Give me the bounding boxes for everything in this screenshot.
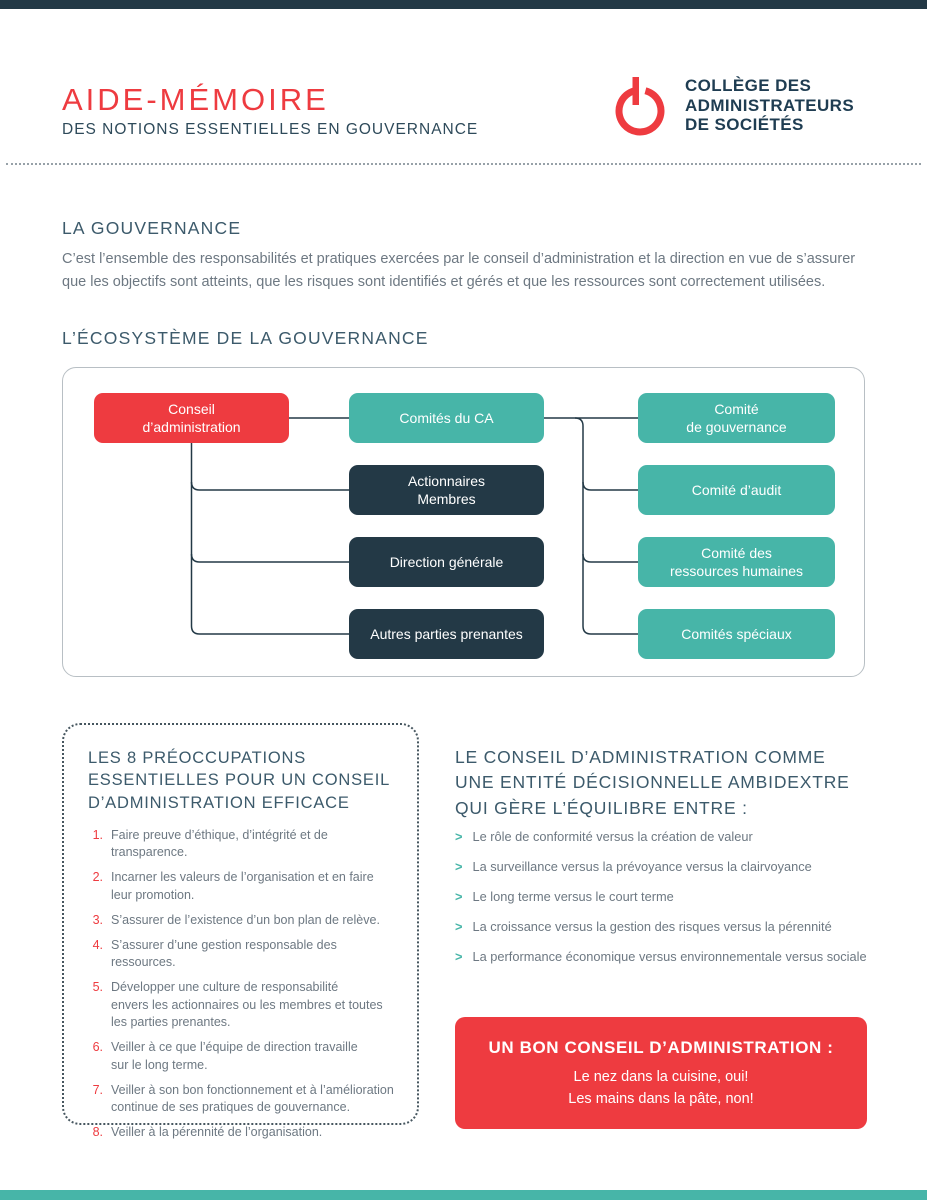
preoccupations-box: LES 8 PRÉOCCUPATIONS ESSENTIELLES POUR U… — [62, 723, 419, 1139]
list-item: > La performance économique versus enviro… — [455, 948, 875, 966]
item-text: S’assurer d’une gestion responsable des … — [111, 937, 337, 970]
list-item: > La croissance versus la gestion des ris… — [455, 918, 875, 936]
item-number: 6. — [92, 1040, 103, 1055]
list-item: 6. Veiller à ce que l’équipe de direction… — [88, 1039, 395, 1074]
ambidextre-heading: LE CONSEIL D’ADMINISTRATION COMME UNE EN… — [455, 747, 850, 818]
item-text: Le rôle de conformité versus la création… — [472, 829, 753, 844]
cas-logo: COLLÈGE DES ADMINISTRATEURS DE SOCIÉTÉS — [610, 76, 854, 138]
list-item: 2. Incarner les valeurs de l’organisation… — [88, 869, 395, 904]
item-text: La surveillance versus la prévoyance ver… — [472, 858, 812, 874]
list-item: 8. Veiller à la pérennité de l’organisati… — [88, 1124, 395, 1142]
item-text: La croissance versus la gestion des risq… — [472, 918, 832, 934]
section-heading-gouvernance: LA GOUVERNANCE — [62, 218, 242, 238]
section-heading-ecosysteme: L’ÉCOSYSTÈME DE LA GOUVERNANCE — [62, 328, 429, 348]
node-conseil-administration: Conseil d’administration — [94, 393, 289, 443]
cas-logo-text: COLLÈGE DES ADMINISTRATEURS DE SOCIÉTÉS — [685, 76, 855, 135]
node-direction-generale: Direction générale — [349, 537, 544, 587]
list-item: > Le long terme versus le court terme — [455, 888, 875, 906]
list-item: 5. Développer une culture de responsabili… — [88, 979, 395, 1032]
item-number: 1. — [92, 827, 103, 842]
ecosystem-diagram: Conseil d’administration Comités du CA A… — [62, 367, 865, 677]
callout-line-1: Le nez dans la cuisine, oui! — [573, 1069, 749, 1085]
list-item: > Le rôle de conformité versus la créatio… — [455, 828, 875, 846]
chevron-icon: > — [455, 948, 463, 964]
callout-line-2: Les mains dans la pâte, non! — [568, 1090, 754, 1107]
chevron-icon: > — [455, 888, 463, 904]
chevron-icon: > — [455, 858, 463, 874]
item-number: 8. — [92, 1125, 103, 1140]
chevron-icon: > — [455, 918, 463, 934]
cas-logo-icon — [615, 77, 665, 136]
item-number: 7. — [92, 1082, 103, 1097]
item-text: Développer une culture de responsabilité… — [111, 980, 383, 1030]
list-item: 4. S’assurer d’une gestion responsable de… — [88, 937, 395, 972]
item-text: Incarner les valeurs de l’organisation e… — [111, 870, 374, 902]
preoccupations-list: 1. Faire preuve d’éthique, d’intégrité et… — [88, 827, 395, 1142]
node-comite-ressources-humaines: Comité des ressources humaines — [638, 537, 835, 587]
item-number: 4. — [92, 937, 103, 952]
item-number: 3. — [92, 912, 103, 927]
callout-box: UN BON CONSEIL D’ADMINISTRATION : Le nez… — [455, 1017, 867, 1129]
item-number: 2. — [92, 870, 103, 885]
list-item: 7. Veiller à son bon fonctionnement et à … — [88, 1082, 395, 1117]
node-comite-gouvernance: Comité de gouvernance — [638, 393, 835, 443]
bottom-accent-bar — [0, 1190, 927, 1200]
node-autres-parties-prenantes: Autres parties prenantes — [349, 609, 544, 659]
preoccupations-heading: LES 8 PRÉOCCUPATIONS ESSENTIELLES POUR U… — [88, 749, 391, 812]
chevron-icon: > — [455, 829, 463, 844]
page-title: AIDE-MÉMOIRE — [62, 82, 329, 117]
callout-heading: UN BON CONSEIL D’ADMINISTRATION : — [488, 1038, 834, 1057]
list-item: > La surveillance versus la prévoyance ve… — [455, 858, 875, 876]
node-actionnaires-membres: Actionnaires Membres — [349, 465, 544, 515]
item-text: Veiller à ce que l’équipe de direction t… — [111, 1040, 358, 1072]
node-comites-du-ca: Comités du CA — [349, 393, 544, 443]
gouvernance-paragraph: C’est l’ensemble des responsabilités et … — [62, 251, 856, 291]
page-subtitle: DES NOTIONS ESSENTIELLES EN GOUVERNANCE — [62, 121, 479, 138]
header-divider — [6, 163, 921, 165]
node-comite-audit: Comité d’audit — [638, 465, 835, 515]
item-text: Veiller à la pérennité de l’organisation… — [111, 1125, 323, 1140]
item-text: Veiller à son bon fonctionnement et à l’… — [111, 1082, 394, 1115]
item-number: 5. — [92, 980, 103, 995]
top-accent-bar — [0, 0, 927, 9]
ambidextre-list: > Le rôle de conformité versus la créatio… — [455, 828, 875, 978]
item-text: La performance économique versus environ… — [472, 948, 867, 964]
item-text: Le long terme versus le court terme — [472, 888, 674, 904]
item-text: S’assurer de l’existence d’un bon plan d… — [111, 912, 380, 927]
node-comites-speciaux: Comités spéciaux — [638, 609, 835, 659]
list-item: 1. Faire preuve d’éthique, d’intégrité et… — [88, 827, 395, 862]
list-item: 3. S’assurer de l’existence d’un bon plan… — [88, 912, 395, 930]
item-text: Faire preuve d’éthique, d’intégrité et d… — [111, 827, 328, 860]
